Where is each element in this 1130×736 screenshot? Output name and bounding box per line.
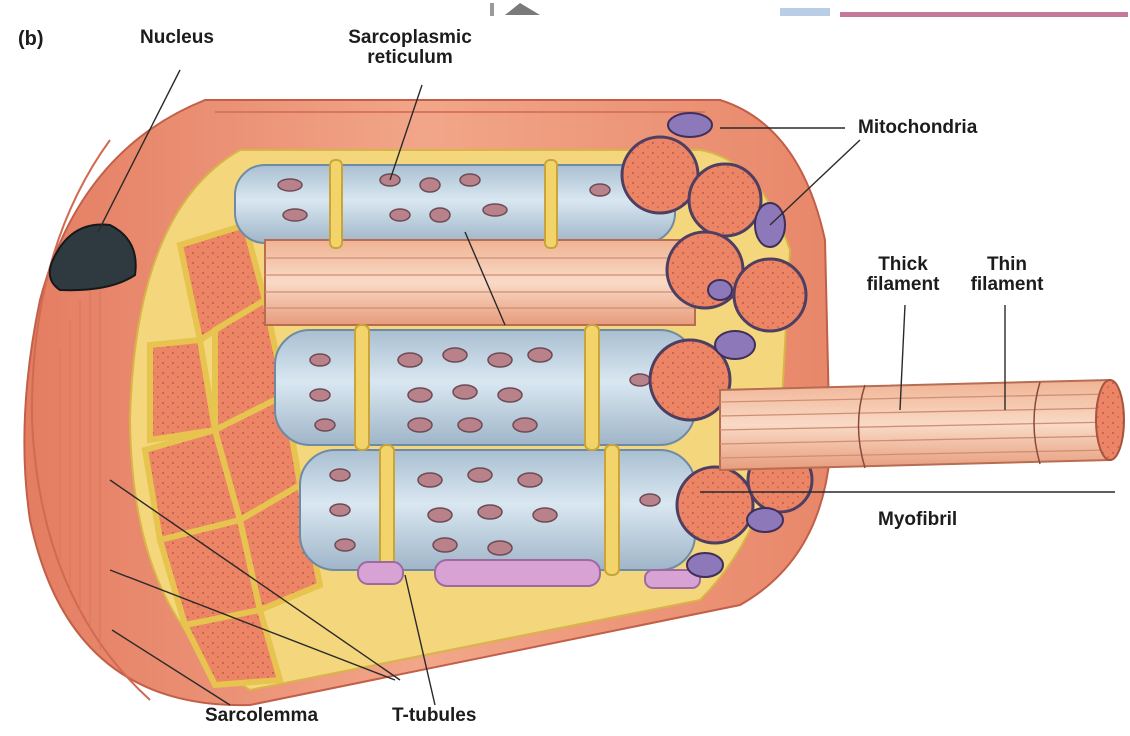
scan-artifacts: [490, 3, 1128, 17]
panel-letter: (b): [18, 28, 44, 51]
sarcoplasmic-reticulum-label-line2: reticulum: [330, 48, 490, 68]
thick-filament-label-line1: Thick: [858, 255, 948, 275]
sarcoplasmic-reticulum-label-line1: Sarcoplasmic: [330, 28, 490, 48]
extended-myofibril: [720, 380, 1124, 470]
thin-filament-label: Thin filament: [962, 255, 1052, 295]
sarcolemma-label: Sarcolemma: [205, 706, 318, 726]
sarcoplasmic-reticulum-label: Sarcoplasmic reticulum: [330, 28, 490, 68]
thin-filament-label-line2: filament: [962, 275, 1052, 295]
thick-filament-label: Thick filament: [858, 255, 948, 295]
t-tubules-label: T-tubules: [392, 706, 476, 726]
thin-filament-label-line1: Thin: [962, 255, 1052, 275]
thick-filament-label-line2: filament: [858, 275, 948, 295]
mitochondria-label: Mitochondria: [858, 118, 977, 138]
nucleus-shape: [50, 224, 136, 290]
myofibril-label: Myofibril: [878, 510, 957, 530]
nucleus-label: Nucleus: [140, 28, 214, 48]
